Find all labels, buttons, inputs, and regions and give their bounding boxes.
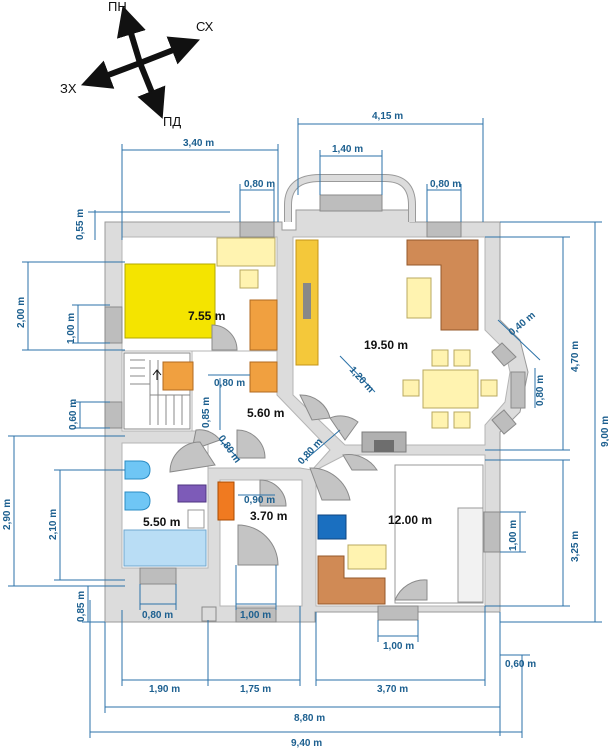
bedroom-desk xyxy=(317,555,386,605)
wc-boiler xyxy=(217,481,235,521)
dim-bay-side-0-80: 0,80 m xyxy=(535,375,546,406)
dining-chair xyxy=(431,349,449,367)
window-kitchen-top xyxy=(239,221,275,238)
dim-left-2-10: 2,10 m xyxy=(48,509,59,540)
window-bath-bottom xyxy=(139,567,177,585)
door-hall xyxy=(236,429,266,459)
door-kitchen xyxy=(211,324,238,351)
dim-wall-0-55: 0,55 m xyxy=(75,209,86,240)
bedroom-area-label: 12.00 m xyxy=(388,513,432,527)
dining-chair xyxy=(431,411,449,429)
stair-cabinet xyxy=(162,361,194,391)
living-coffee-table xyxy=(406,277,432,319)
dim-wc-door-0-90: 0,90 m xyxy=(244,495,275,506)
window-bay-upper xyxy=(491,342,517,367)
bath-sink-1 xyxy=(124,460,151,480)
kitchen-counter xyxy=(124,263,216,339)
dim-left-0-60: 0,60 m xyxy=(68,399,79,430)
kitchen-cabinet-top xyxy=(216,237,276,267)
compass-south-label: ПД xyxy=(163,114,181,129)
doors xyxy=(169,324,428,601)
dining-chair xyxy=(453,411,471,429)
dim-bottom-3-70: 3,70 m xyxy=(377,684,408,695)
dim-hall-0-80: 0,80 m xyxy=(214,378,245,389)
window-wc-bottom xyxy=(235,607,277,623)
bathtub xyxy=(123,529,207,567)
dining-chair xyxy=(402,379,420,397)
dim-bath-window-0-80: 0,80 m xyxy=(142,610,173,621)
hall-area-label: 5.60 m xyxy=(247,406,284,420)
window-bay-right xyxy=(510,371,526,409)
windows xyxy=(104,194,526,623)
dim-bottom-8-80: 8,80 m xyxy=(294,713,325,724)
dim-left-1-00: 1,00 m xyxy=(66,313,77,344)
living-tv xyxy=(303,283,311,319)
door-bath xyxy=(169,441,216,473)
wc-area-label: 3.70 m xyxy=(250,509,287,523)
bedroom-bed xyxy=(457,507,484,603)
compass-east-label: СХ xyxy=(196,19,214,34)
door-bedroom-2 xyxy=(342,454,378,471)
compass-north-label: ПН xyxy=(108,0,127,14)
dining-chair xyxy=(453,349,471,367)
dim-top-right-total: 4,15 m xyxy=(372,111,403,122)
door-wc xyxy=(259,479,287,507)
bath-area-label: 5.50 m xyxy=(143,515,180,529)
kitchen-cabinet-side xyxy=(249,299,278,351)
dining-table xyxy=(422,369,479,409)
dim-right-3-25: 3,25 m xyxy=(570,531,581,562)
hall-cabinet xyxy=(249,361,278,393)
dim-right-9-00: 9,00 m xyxy=(600,416,609,447)
fireplace-opening xyxy=(374,440,394,452)
kitchen-stool xyxy=(239,269,259,289)
door-living-2 xyxy=(329,415,359,441)
living-area-label: 19.50 m xyxy=(364,338,408,352)
room-labels: 7.55 m 19.50 m 5.60 m 5.50 m 3.70 m 12.0… xyxy=(143,309,432,529)
window-living-top xyxy=(426,221,462,238)
dim-top-left-width: 3,40 m xyxy=(183,138,214,149)
bath-toilet xyxy=(187,509,205,529)
furniture xyxy=(123,237,498,605)
dining-chair xyxy=(480,379,498,397)
window-bedroom-right xyxy=(483,511,501,553)
column-post xyxy=(201,606,217,622)
dim-left-0-85: 0,85 m xyxy=(76,591,87,622)
dim-bedroom-window-1-00: 1,00 m xyxy=(383,641,414,652)
bedroom-nightstand xyxy=(347,544,387,570)
dim-bay-window: 1,40 m xyxy=(332,144,363,155)
bedroom-wardrobe xyxy=(317,514,347,540)
dim-wc-window-1-00: 1,00 m xyxy=(240,610,271,621)
window-stair-left xyxy=(104,401,123,429)
dim-left-2-00: 2,00 m xyxy=(16,297,27,328)
dim-hall-0-85: 0,85 m xyxy=(201,397,212,428)
living-sofa xyxy=(406,239,479,331)
kitchen-area-label: 7.55 m xyxy=(188,309,225,323)
compass-west-label: ЗХ xyxy=(60,81,77,96)
dim-bedroom-side-1-00: 1,00 m xyxy=(508,520,519,551)
window-bay-lower xyxy=(491,409,517,435)
dim-right-4-70: 4,70 m xyxy=(570,341,581,372)
dim-bottom-1-90: 1,90 m xyxy=(149,684,180,695)
window-bedroom-bottom xyxy=(377,605,419,621)
dimension-lines xyxy=(8,118,602,738)
bath-sink-2 xyxy=(124,491,151,511)
window-kitchen-left xyxy=(104,306,123,344)
dim-window-top-right: 0,80 m xyxy=(430,179,461,190)
dim-bottom-0-60: 0,60 m xyxy=(505,659,536,670)
dim-left-2-90: 2,90 m xyxy=(2,499,13,530)
dim-bay-side-0-40: 0,40 m xyxy=(507,310,538,339)
dim-bottom-1-75: 1,75 m xyxy=(240,684,271,695)
door-wc-inner xyxy=(237,524,279,566)
door-bedroom xyxy=(309,467,351,501)
bath-cabinet xyxy=(177,484,207,503)
compass-rose: ПН СХ ЗХ ПД xyxy=(60,0,214,129)
dim-window-top-left: 0,80 m xyxy=(244,179,275,190)
window-bay-top xyxy=(319,194,383,212)
dim-bottom-9-40: 9,40 m xyxy=(291,738,322,749)
door-bedroom-3 xyxy=(394,579,428,601)
